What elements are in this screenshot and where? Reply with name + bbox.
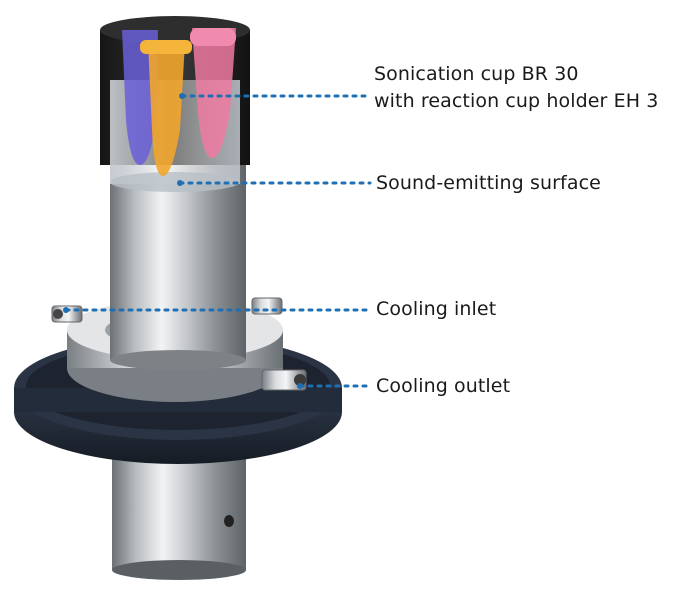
label-sonication-cup: Sonication cup BR 30 with reaction cup h… [374, 61, 658, 115]
leader-dots [63, 93, 303, 389]
label-cooling-inlet: Cooling inlet [376, 298, 497, 320]
label-sonication-cup-line2: with reaction cup holder EH 3 [374, 90, 659, 112]
label-cooling-outlet: Cooling outlet [376, 375, 511, 397]
label-sound-emitting-surface: Sound-emitting surface [376, 172, 601, 194]
cooling-outlet-fitting [261, 369, 307, 391]
label-sonication-cup-line1: Sonication cup BR 30 [374, 63, 579, 85]
leader-lines [64, 94, 372, 388]
reaction-tubes [122, 28, 236, 176]
